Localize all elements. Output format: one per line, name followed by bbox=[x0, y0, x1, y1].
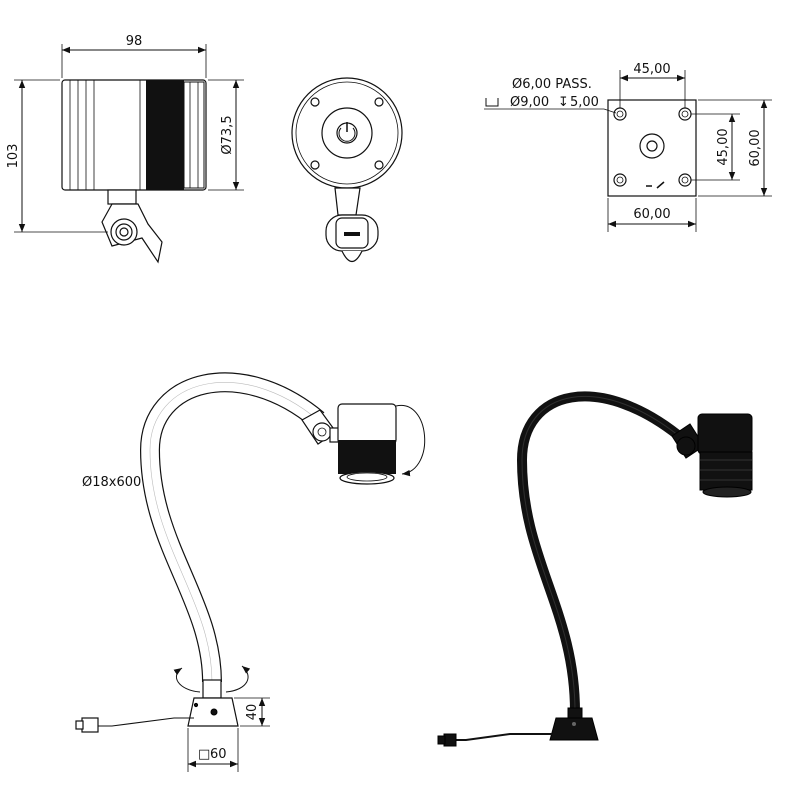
square-symbol: □ bbox=[198, 747, 210, 762]
dim-side-height: 103 bbox=[6, 144, 21, 169]
dim-counterbore-depth: 5,00 bbox=[570, 95, 599, 110]
dim-plate-width: 60,00 bbox=[633, 207, 670, 222]
dim-head-diameter: Ø73,5 bbox=[220, 115, 235, 154]
dim-hole-pass: Ø6,00 PASS. bbox=[512, 77, 592, 92]
dim-counterbore: Ø9,00 bbox=[510, 95, 549, 110]
depth-symbol: ↧ bbox=[558, 95, 569, 110]
dim-side-width: 98 bbox=[126, 34, 143, 49]
back-view bbox=[291, 77, 403, 263]
lamp-line-drawing: Ø18x600 40 □ 60 bbox=[75, 372, 426, 772]
mounting-plate-view: Ø6,00 PASS. Ø9,00 ↧ 5,00 45,00 45,00 60,… bbox=[484, 62, 772, 232]
dim-base-size: 60 bbox=[210, 747, 227, 762]
dim-arm-spec: Ø18x600 bbox=[82, 475, 141, 490]
lamp-rendered-view bbox=[437, 391, 753, 747]
knurled-ring bbox=[146, 80, 184, 190]
lamp-head-ring bbox=[338, 440, 396, 474]
side-view: 98 103 Ø73,5 bbox=[6, 34, 244, 264]
dim-hole-spacing-y: 45,00 bbox=[716, 128, 731, 165]
dim-hole-spacing-x: 45,00 bbox=[633, 62, 670, 77]
dim-plate-height: 60,00 bbox=[748, 129, 763, 166]
dim-base-height: 40 bbox=[245, 704, 260, 721]
